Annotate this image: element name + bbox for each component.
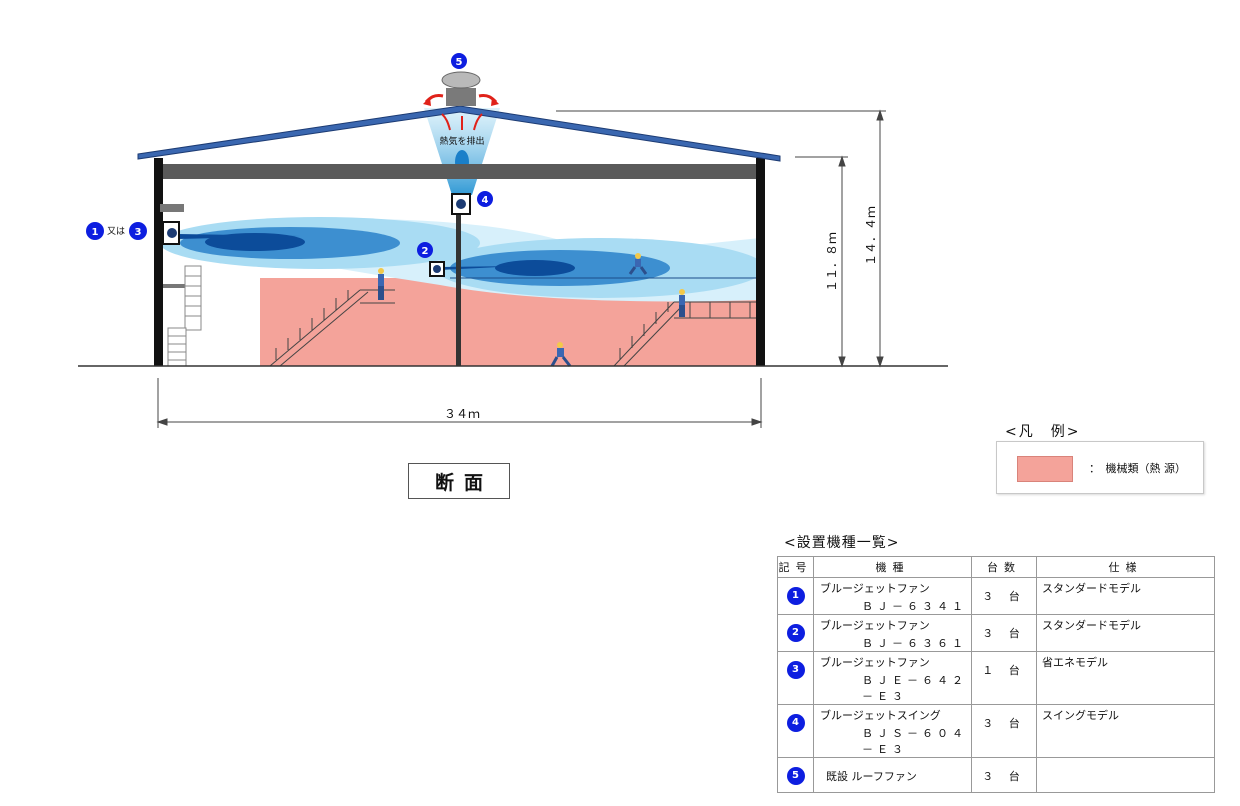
badge-4: 4 xyxy=(477,191,493,207)
building-section-diagram: 熱気を排出 xyxy=(78,53,948,428)
center-pole xyxy=(456,214,461,366)
table-row: 1 ブルージェットファン ＢＪ－６３４１ ３ 台 スタンダードモデル xyxy=(777,577,1215,615)
svg-text:2: 2 xyxy=(422,246,429,257)
svg-text:4: 4 xyxy=(482,195,489,206)
badge-3: 3 xyxy=(129,222,147,240)
dimension-lines xyxy=(156,109,886,428)
table-row: 4 ブルージェットスイング ＢＪＳ－６０４－Ｅ３ ３ 台 スイングモデル xyxy=(777,704,1215,758)
wall-fan xyxy=(157,204,184,256)
dim-ridge-height: １４．４ｍ xyxy=(864,206,878,266)
row-number-badge: 1 xyxy=(786,587,805,605)
spec: スイングモデル xyxy=(1042,709,1119,722)
header-model: 機種 xyxy=(813,556,972,578)
spec: スタンダードモデル xyxy=(1042,619,1141,632)
model-code: ＢＪ－６３６１ xyxy=(862,637,967,650)
svg-text:3: 3 xyxy=(135,227,142,238)
dim-width: ３４ｍ xyxy=(444,407,480,421)
ceiling-beam xyxy=(158,164,762,179)
roof-fan xyxy=(423,71,499,131)
worker-airflow xyxy=(628,253,648,275)
section-title: 断面 xyxy=(408,463,510,499)
badge-1: 1 xyxy=(86,222,104,240)
airflow-jets xyxy=(160,217,765,302)
quantity: ３ 台 xyxy=(982,770,1026,783)
svg-text:5: 5 xyxy=(456,57,463,68)
legend-label-machinery: ： 機械類（熱 源） xyxy=(1089,462,1186,475)
table-header-row: 記号 機種 台数 仕様 xyxy=(777,556,1215,578)
legend-box: ： 機械類（熱 源） xyxy=(996,441,1204,494)
fan-label-conj: 又は xyxy=(107,226,125,237)
model-name: 既設 ルーフファン xyxy=(826,770,917,783)
quantity: ３ 台 xyxy=(982,717,1026,730)
equipment-table: 記号 機種 台数 仕様 1 ブルージェットファン ＢＪ－６３４１ ３ 台 スタンダ… xyxy=(777,556,1215,793)
worker-right xyxy=(679,289,685,317)
row-number-badge: 3 xyxy=(786,661,805,679)
quantity: １ 台 xyxy=(982,664,1026,677)
stairs-left xyxy=(269,289,395,367)
exhaust-label: 熱気を排出 xyxy=(439,135,484,147)
quantity: ３ 台 xyxy=(982,627,1026,640)
badge-5: 5 xyxy=(451,53,467,69)
legend-title: <凡 例> xyxy=(1005,424,1081,440)
header-no: 記号 xyxy=(777,556,814,578)
model-name: ブルージェットスイング xyxy=(820,709,941,722)
stairs-right xyxy=(613,301,756,367)
table-row: 2 ブルージェットファン ＢＪ－６３６１ ３ 台 スタンダードモデル xyxy=(777,614,1215,652)
row-number-badge: 4 xyxy=(786,714,805,732)
model-name: ブルージェットファン xyxy=(820,656,930,669)
header-spec: 仕様 xyxy=(1036,556,1215,578)
dim-eave-height: １１．８ｍ xyxy=(825,232,839,292)
badge-2: 2 xyxy=(417,242,433,258)
svg-text:1: 1 xyxy=(92,227,99,238)
spec: 省エネモデル xyxy=(1042,656,1108,669)
swing-fan xyxy=(451,193,471,215)
model-name: ブルージェットファン xyxy=(820,619,930,632)
model-name: ブルージェットファン xyxy=(820,582,930,595)
table-row: 3 ブルージェットファン ＢＪＥ－６４２－Ｅ３ １ 台 省エネモデル xyxy=(777,651,1215,705)
model-code: ＢＪＥ－６４２－Ｅ３ xyxy=(862,674,967,703)
spec xyxy=(1037,758,1214,760)
quantity: ３ 台 xyxy=(982,590,1026,603)
left-mezzanine xyxy=(163,265,202,367)
table-row: 5 既設 ルーフファン ３ 台 xyxy=(777,757,1215,793)
left-wall xyxy=(154,158,163,366)
header-qty: 台数 xyxy=(971,556,1037,578)
right-wall xyxy=(756,158,765,366)
row-number-badge: 5 xyxy=(786,767,805,785)
equipment-list-title: <設置機種一覧> xyxy=(784,535,900,551)
row-number-badge: 2 xyxy=(786,624,805,642)
model-code: ＢＪ－６３４１ xyxy=(862,600,967,613)
worker-left xyxy=(378,268,384,300)
spec: スタンダードモデル xyxy=(1042,582,1141,595)
floor-fan xyxy=(429,261,445,277)
legend-swatch-machinery xyxy=(1017,456,1073,482)
model-code: ＢＪＳ－６０４－Ｅ３ xyxy=(862,727,967,756)
worker-floor xyxy=(550,342,572,367)
